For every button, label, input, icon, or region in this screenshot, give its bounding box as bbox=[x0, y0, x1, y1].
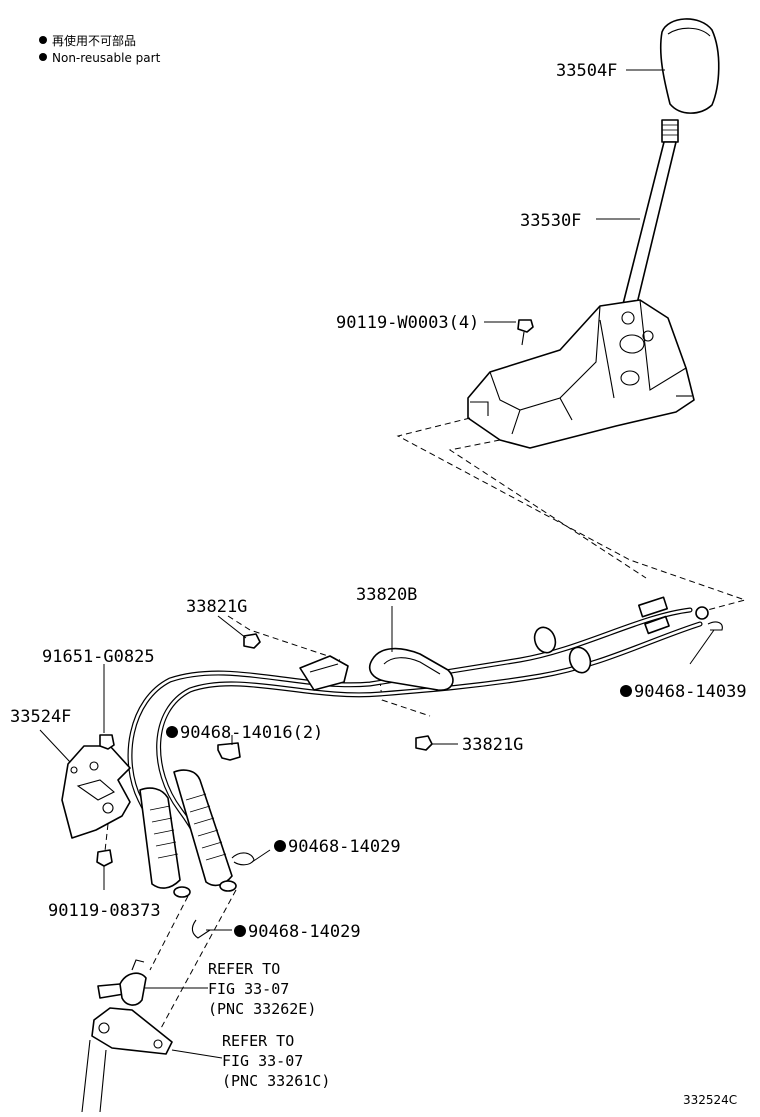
part-label-housing-bolt: 90119-W0003(4) bbox=[336, 313, 479, 333]
retainer-nut-bottom-drawing bbox=[415, 735, 458, 751]
clip-bottom-drawing bbox=[191, 919, 232, 939]
part-label-bracket-bolt-top: 91651-G0825 bbox=[42, 647, 155, 667]
reference-note-2: REFER TO FIG 33-07 (PNC 33261C) bbox=[222, 1032, 330, 1090]
legend-english-text: Non-reusable part bbox=[52, 51, 161, 65]
non-reusable-bullet-icon bbox=[39, 53, 47, 61]
clip-mid-drawing bbox=[231, 849, 271, 866]
non-reusable-bullet-icon bbox=[620, 685, 632, 697]
legend-japanese-text: 再使用不可部品 bbox=[52, 33, 136, 48]
ref2-line3: (PNC 33261C) bbox=[222, 1072, 330, 1090]
cable-clamp-drawing bbox=[368, 606, 454, 691]
non-reusable-bullet-icon bbox=[166, 726, 178, 738]
ref1-line3: (PNC 33262E) bbox=[208, 1000, 316, 1018]
part-label-bracket: 33524F bbox=[10, 707, 71, 727]
part-label-retainer-top: 33821G bbox=[186, 597, 247, 617]
transmission-linkage-drawing bbox=[81, 959, 223, 1113]
part-label-lever: 33530F bbox=[520, 211, 581, 231]
part-label-clip-lower: 90468-14016(2) bbox=[180, 723, 323, 743]
legend: 再使用不可部品 Non-reusable part bbox=[39, 33, 161, 65]
bracket-drawing bbox=[39, 664, 131, 890]
clip-lower-drawing bbox=[217, 735, 241, 761]
part-label-cable-assy: 33820B bbox=[356, 585, 417, 605]
non-reusable-bullet-icon bbox=[39, 36, 47, 44]
part-label-clip-bottom: 90468-14029 bbox=[248, 922, 361, 942]
part-label-clip-mid: 90468-14029 bbox=[288, 837, 401, 857]
non-reusable-bullet-icon bbox=[274, 840, 286, 852]
figure-id: 332524C bbox=[683, 1093, 737, 1107]
part-label-knob: 33504F bbox=[556, 61, 617, 81]
reference-note-1: REFER TO FIG 33-07 (PNC 33262E) bbox=[208, 960, 316, 1018]
shift-knob-drawing bbox=[626, 18, 720, 114]
shift-lever-drawing bbox=[596, 119, 679, 317]
part-label-bracket-bolt-bottom: 90119-08373 bbox=[48, 901, 161, 921]
shift-housing-drawing bbox=[467, 299, 695, 449]
part-label-retainer-bottom: 33821G bbox=[462, 735, 523, 755]
clip-right-drawing bbox=[689, 621, 723, 665]
shift-cables-drawing bbox=[127, 596, 709, 898]
part-labels: 33504F 33530F 90119-W0003(4) 33821G 3382… bbox=[10, 61, 747, 942]
ref1-line1: REFER TO bbox=[208, 960, 280, 978]
non-reusable-bullet-icon bbox=[234, 925, 246, 937]
ref1-line2: FIG 33-07 bbox=[208, 980, 289, 998]
ref2-line2: FIG 33-07 bbox=[222, 1052, 303, 1070]
retainer-nut-top-drawing bbox=[217, 615, 261, 649]
part-label-clip-right: 90468-14039 bbox=[634, 682, 747, 702]
ref2-line1: REFER TO bbox=[222, 1032, 294, 1050]
